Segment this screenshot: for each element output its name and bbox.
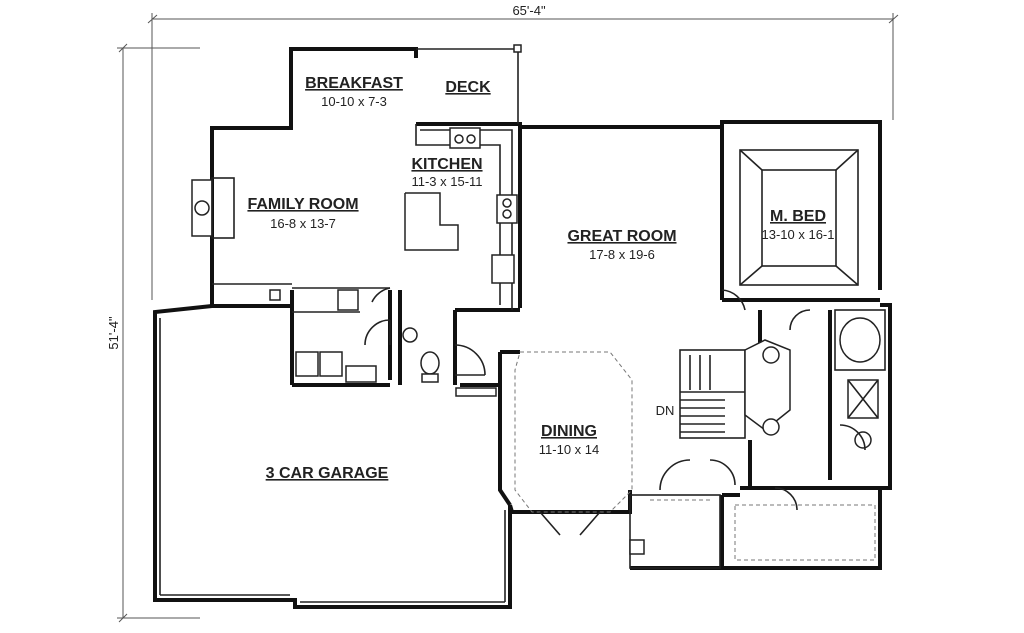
staircase (679, 349, 746, 439)
deck-outline (416, 44, 522, 124)
room-size-breakfast: 10-10 x 7-3 (321, 94, 387, 109)
room-size-kitchen: 11-3 x 15-11 (411, 174, 482, 189)
master-closet (734, 487, 876, 561)
overall-width-label: 65'-4" (512, 3, 546, 18)
master-bath (789, 309, 886, 451)
laundry-area (292, 287, 391, 383)
room-size-master: 13-10 x 16-1 (762, 227, 835, 242)
interior-walls (212, 127, 880, 497)
dining-window-doors (539, 511, 601, 536)
exterior-walls (153, 47, 892, 609)
fireplace (191, 177, 235, 239)
room-name-breakfast: BREAKFAST (305, 75, 403, 92)
family-room-niche (269, 289, 281, 301)
room-size-great: 17-8 x 19-6 (589, 247, 655, 262)
room-name-family: FAMILY ROOM (247, 196, 358, 213)
stair-down-label: DN (656, 403, 675, 418)
room-name-kitchen: KITCHEN (411, 156, 482, 173)
room-size-dining: 11-10 x 14 (539, 442, 599, 457)
room-name-great: GREAT ROOM (567, 228, 676, 245)
overall-depth-label: 51'-4" (106, 316, 121, 350)
master-tray-ceiling (721, 149, 859, 311)
room-name-master: M. BED (770, 208, 826, 225)
garage-entry (371, 287, 497, 397)
dining-ceiling-outline (514, 351, 633, 513)
room-name-dining: DINING (541, 423, 597, 440)
kitchen-counters (404, 124, 518, 310)
room-name-garage: 3 CAR GARAGE (266, 465, 389, 482)
entry-hall (629, 339, 791, 569)
room-size-family: 16-8 x 13-7 (270, 216, 336, 231)
powder-room (402, 327, 486, 383)
room-name-deck: DECK (445, 79, 491, 96)
garage-details (159, 318, 506, 603)
dimension-lines (117, 13, 899, 623)
